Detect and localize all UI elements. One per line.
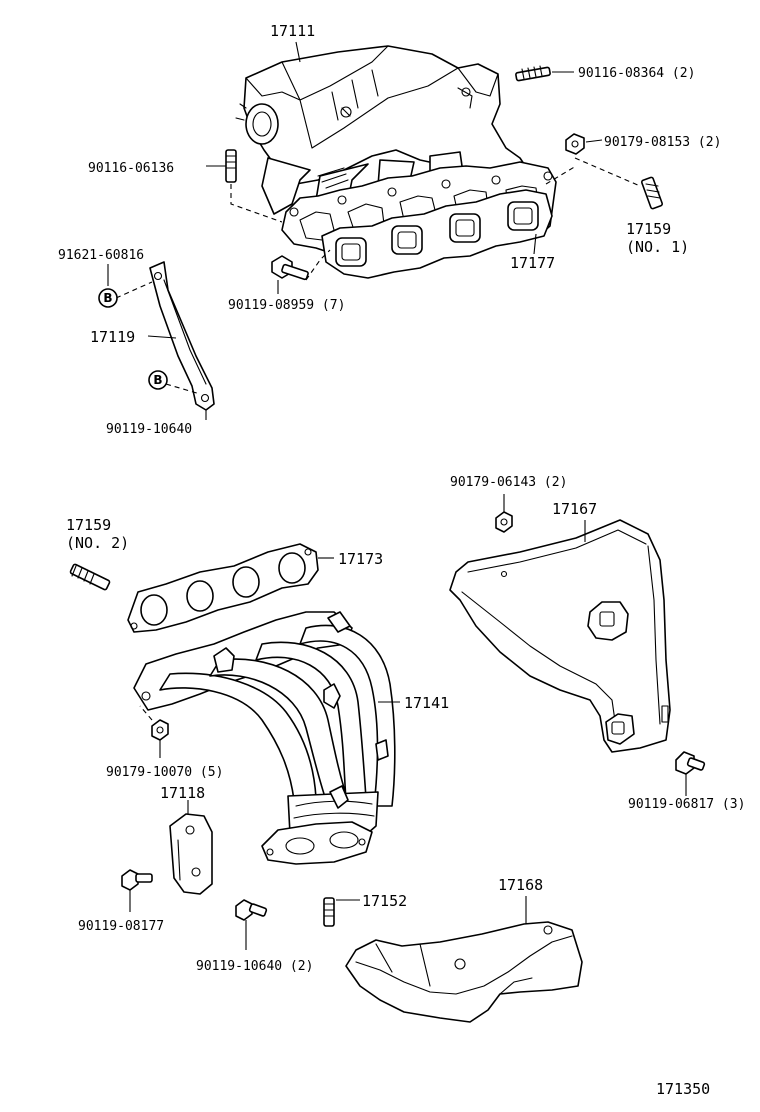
label-gasket-17173: 17173 <box>338 550 383 568</box>
callout-labels: 17111 90116-08364 (2) 90179-08153 (2) 90… <box>58 22 745 1098</box>
manifold-stay-17118 <box>169 800 213 895</box>
label-stud-17159-no1-sub: (NO. 1) <box>626 238 689 256</box>
label-bolt-90119-08177: 90119-08177 <box>78 919 164 934</box>
nut-90179-06143 <box>495 494 513 533</box>
figure-number: 171350 <box>656 1080 710 1098</box>
reference-mark-b-lower: B <box>148 370 168 390</box>
bolt-90119-10640-bottom <box>235 899 268 950</box>
label-nut-90179-10070: 90179-10070 (5) <box>106 765 223 780</box>
bolt-90119-08177 <box>121 869 153 912</box>
label-bolt-91621-60816: 91621-60816 <box>58 248 144 263</box>
label-exhaust-manifold-17141: 17141 <box>404 694 449 712</box>
stud-90116-06136 <box>206 149 283 223</box>
label-bolt-90119-10640-bottom: 90119-10640 (2) <box>196 959 313 974</box>
label-nut-90179-08153: 90179-08153 (2) <box>604 135 721 150</box>
reference-mark-b-lower-text: B <box>153 373 162 387</box>
label-stud-17159-no1: 17159 <box>626 220 671 238</box>
label-bolt-90119-06817: 90119-06817 (3) <box>628 797 745 812</box>
label-stud-17152: 17152 <box>362 892 407 910</box>
stud-17159-no2 <box>69 563 111 591</box>
label-stud-17159-no2: 17159 <box>66 516 111 534</box>
label-stud-90116-06136: 90116-06136 <box>88 161 174 176</box>
manifold-stay-17119 <box>115 261 215 411</box>
nut-90179-10070 <box>139 705 169 758</box>
intake-gasket-17177 <box>321 189 553 279</box>
exhaust-gasket-17173 <box>127 543 334 633</box>
label-stay-17119: 17119 <box>90 328 135 346</box>
bolt-90119-08959 <box>271 249 331 294</box>
label-insulator-17168: 17168 <box>498 876 543 894</box>
label-bolt-90116-08364: 90116-08364 (2) <box>578 66 695 81</box>
heat-insulator-17168 <box>345 896 583 1023</box>
label-intake-manifold: 17111 <box>270 22 315 40</box>
heat-insulator-17167 <box>449 519 671 753</box>
stud-17152 <box>323 897 360 927</box>
label-bolt-90119-08959: 90119-08959 (7) <box>228 298 345 313</box>
reference-mark-b-upper: B <box>98 288 118 308</box>
label-insulator-17167: 17167 <box>552 500 597 518</box>
exhaust-manifold-17141 <box>133 611 400 865</box>
reference-mark-b-upper-text: B <box>103 291 112 305</box>
label-nut-90179-06143: 90179-06143 (2) <box>450 475 567 490</box>
nut-90179-08153 <box>565 133 603 155</box>
stud-17159-no1 <box>545 157 664 210</box>
bolt-90119-06817 <box>675 751 706 796</box>
label-stay-17118: 17118 <box>160 784 205 802</box>
bolt-90116-08364 <box>515 65 574 82</box>
label-stud-17159-no2-sub: (NO. 2) <box>66 534 129 552</box>
label-gasket-17177: 17177 <box>510 254 555 272</box>
label-bolt-90119-10640-top: 90119-10640 <box>106 422 192 437</box>
